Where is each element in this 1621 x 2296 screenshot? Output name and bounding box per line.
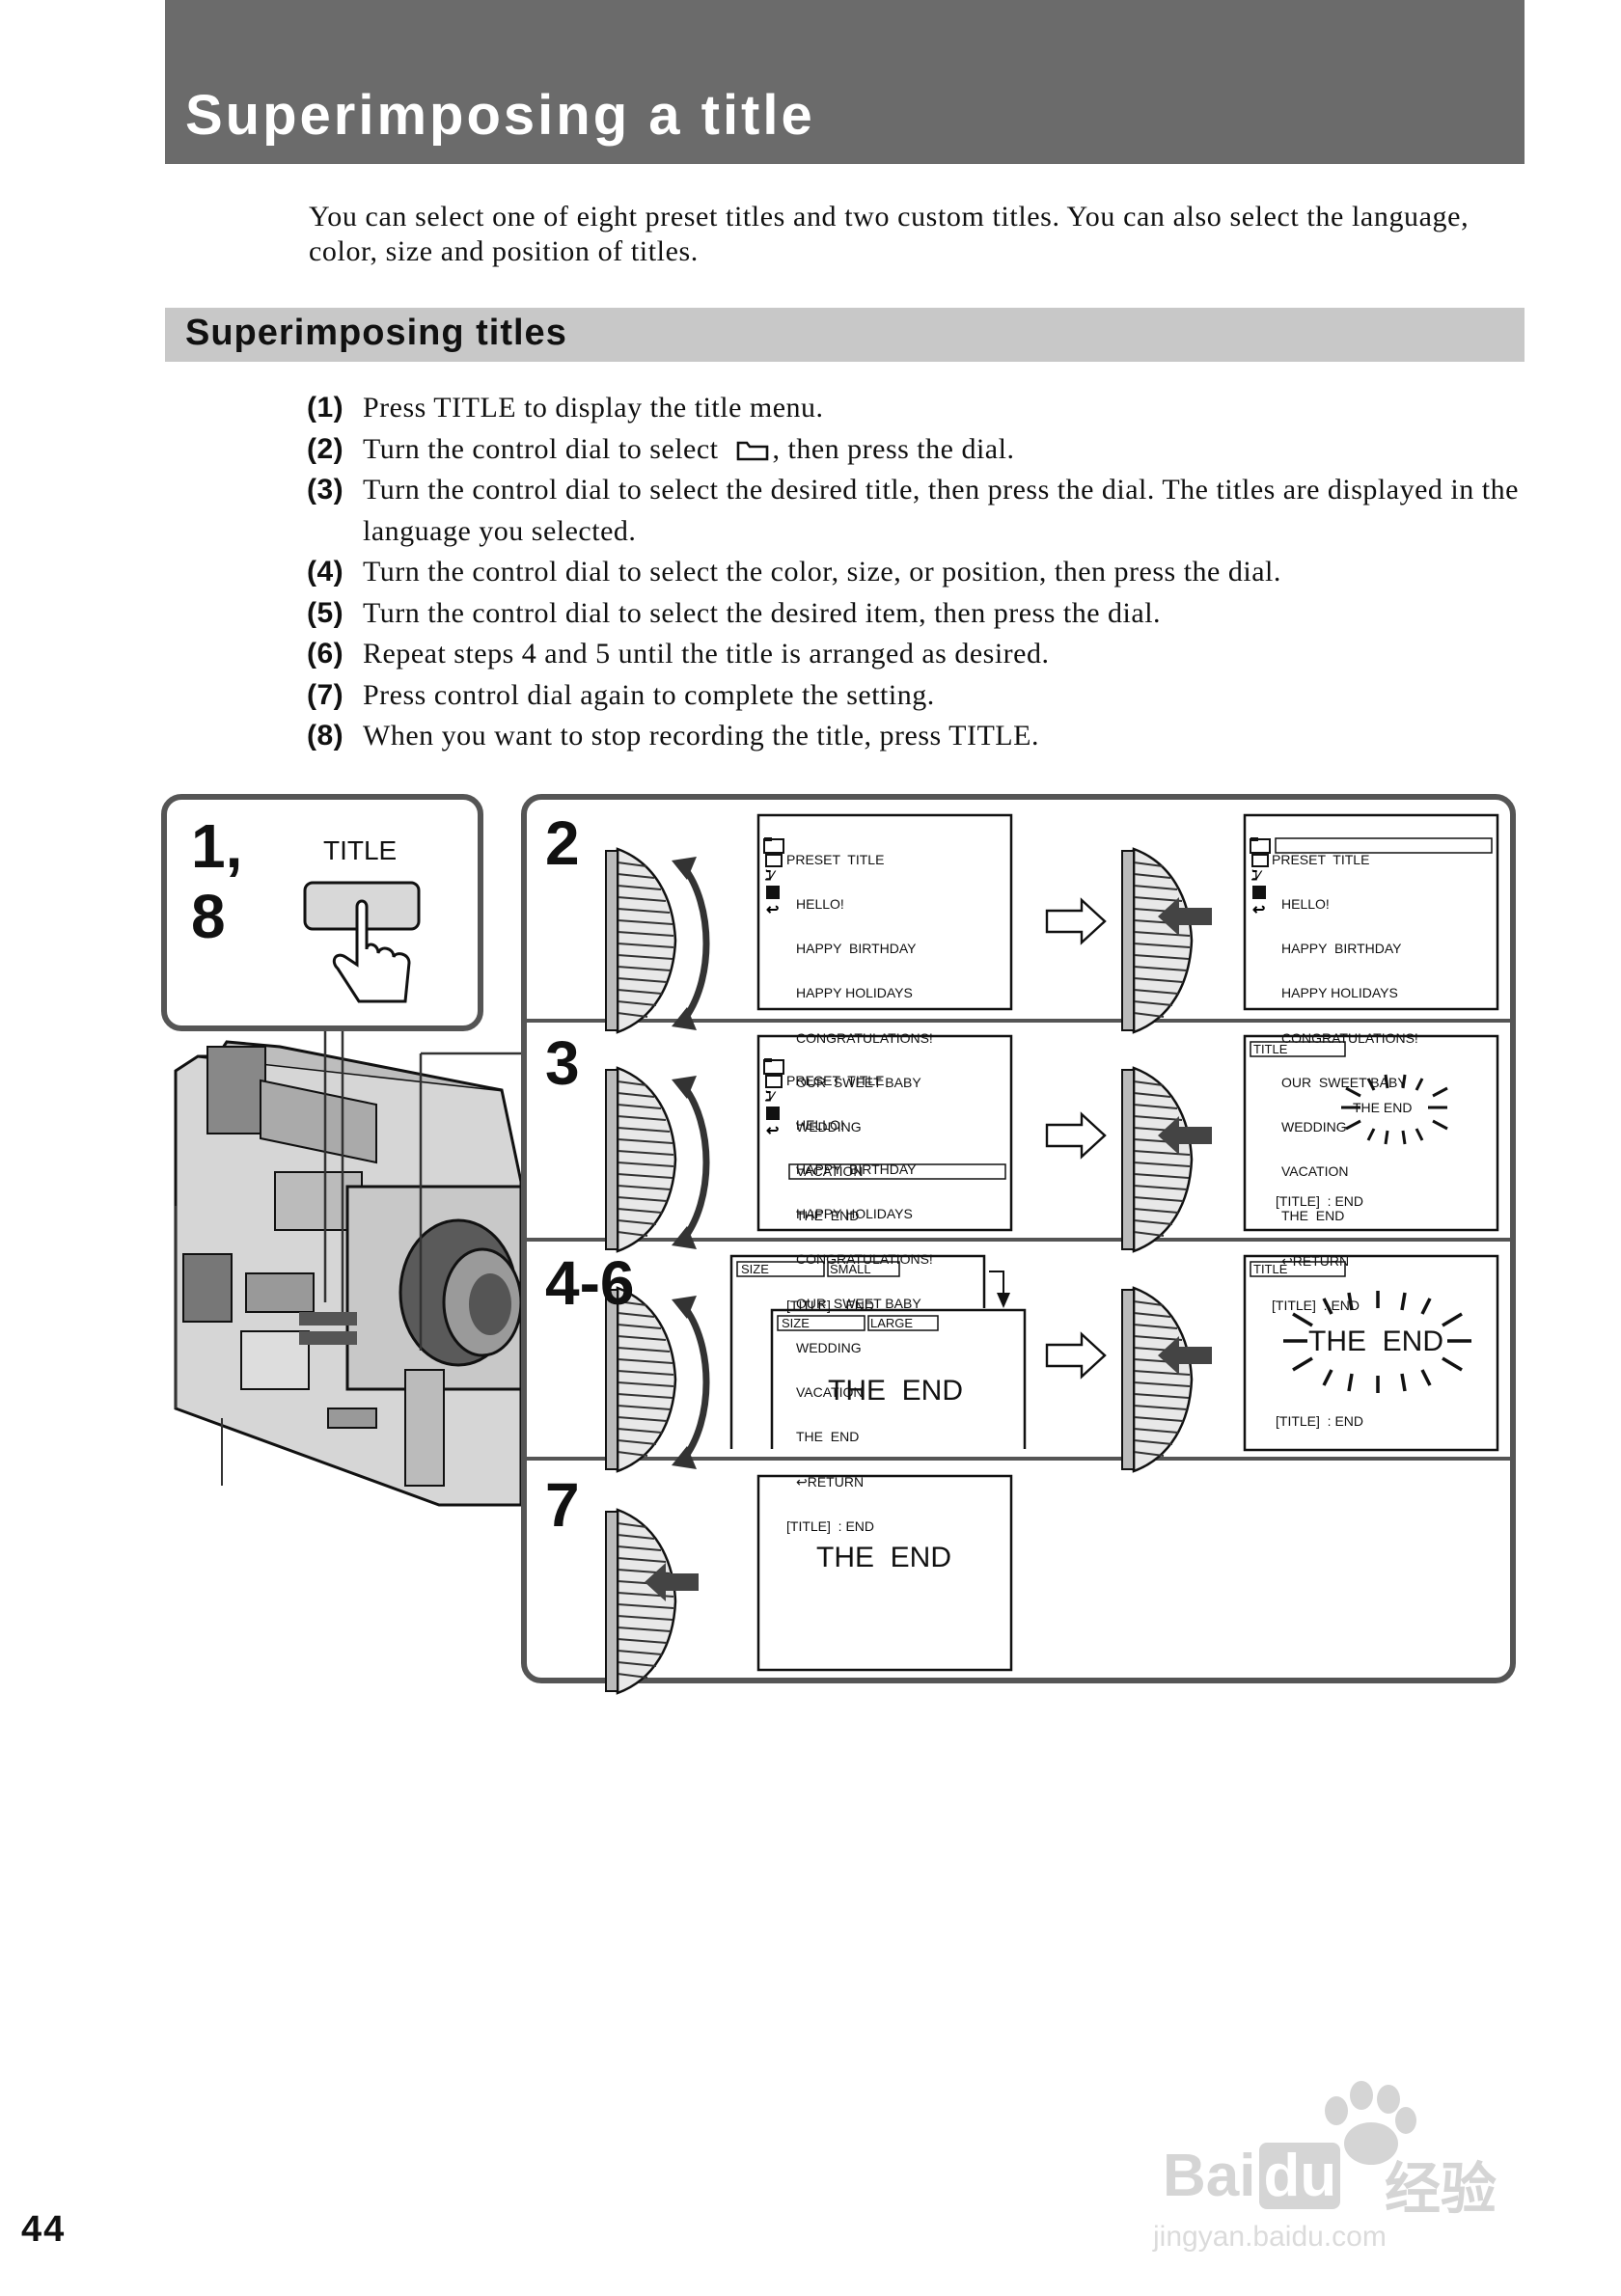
panel-label-3: 3 xyxy=(545,1028,580,1098)
watermark-cn: 经验 xyxy=(1385,2158,1497,2221)
the-end-final: THE END xyxy=(816,1542,952,1573)
footer-46b: [TITLE] : END xyxy=(1276,1413,1364,1429)
section-title: Superimposing titles xyxy=(185,313,567,353)
step-1: (1)Press TITLE to display the title menu… xyxy=(307,392,824,424)
step-5: (5)Turn the control dial to select the d… xyxy=(307,596,1162,629)
callout-label-1: 1, xyxy=(191,811,243,881)
svg-text:ℷ⁄: ℷ⁄ xyxy=(764,1088,777,1104)
size-label-small-screen: SIZE xyxy=(741,1262,769,1276)
svg-text:ℷ⁄: ℷ⁄ xyxy=(1250,867,1263,883)
camcorder-illustration xyxy=(174,1030,523,1507)
step-2: (2)Turn the control dial to select , the… xyxy=(307,432,1015,465)
menu-screen-2b: PRESET TITLE HELLO! HAPPY BIRTHDAY HAPPY… xyxy=(1272,851,1418,1313)
title-bar xyxy=(165,0,1525,164)
step-7: (7)Press control dial again to complete … xyxy=(307,678,935,711)
menu-icons-2b: ℷ⁄ ↩ xyxy=(1250,836,1271,918)
screen-7 xyxy=(756,1474,1013,1672)
svg-text:↩: ↩ xyxy=(766,1123,779,1139)
screen-46b xyxy=(1243,1254,1499,1452)
step-6: (6)Repeat steps 4 and 5 until the title … xyxy=(307,638,1050,670)
footer-3b: [TITLE] : END xyxy=(1276,1193,1364,1209)
watermark-url: jingyan.baidu.com xyxy=(1153,2221,1387,2253)
flash-rays-3b xyxy=(1341,1074,1448,1145)
step-4: (4)Turn the control dial to select the c… xyxy=(307,556,1281,588)
title-tag-3b: TITLE xyxy=(1253,1042,1288,1056)
the-end-46b: THE END xyxy=(1308,1326,1444,1357)
menu-screen-2a: PRESET TITLE HELLO! HAPPY BIRTHDAY HAPPY… xyxy=(786,851,933,1313)
size-small-value: SMALL xyxy=(830,1262,871,1276)
menu-icons-3a: ℷ⁄ ↩ xyxy=(763,1057,784,1139)
section-bar xyxy=(165,308,1525,362)
svg-text:ℷ⁄: ℷ⁄ xyxy=(764,867,777,883)
size-label-large-screen: SIZE xyxy=(782,1316,810,1330)
folder-icon xyxy=(736,441,768,460)
screen-3a xyxy=(756,1034,1013,1232)
pointing-hand-icon xyxy=(332,899,411,1003)
svg-text:↩: ↩ xyxy=(1252,902,1265,918)
the-end-3b: THE END xyxy=(1353,1100,1413,1115)
paw-logo-icon xyxy=(1325,2081,1416,2165)
panel-label-4-6: 4-6 xyxy=(545,1248,635,1318)
menu-icons-2a: ℷ⁄ ↩ xyxy=(763,836,784,918)
menu-screen-3a: PRESET TITLE HELLO! HAPPY BIRTHDAY HAPPY… xyxy=(786,1072,933,1534)
page-number: 44 xyxy=(21,2209,67,2250)
the-end-large-preview: THE END xyxy=(828,1375,964,1407)
panel-label-7: 7 xyxy=(545,1470,580,1540)
screen-2a xyxy=(756,813,1013,1011)
steps-list: (1)Press TITLE to display the title menu… xyxy=(307,388,1532,757)
flash-rays-46b xyxy=(1283,1291,1471,1393)
title-button-label: TITLE xyxy=(323,835,398,865)
size-large-value: LARGE xyxy=(870,1316,914,1330)
page-title: Superimposing a title xyxy=(185,84,815,147)
panel-label-2: 2 xyxy=(545,808,580,878)
intro-paragraph: You can select one of eight preset title… xyxy=(309,201,1470,267)
callout-label-8: 8 xyxy=(191,882,226,951)
svg-text:↩: ↩ xyxy=(766,902,779,918)
step-3: (3)Turn the control dial to select the d… xyxy=(307,474,1519,547)
step-8: (8)When you want to stop recording the t… xyxy=(307,720,1039,752)
title-tag-46b: TITLE xyxy=(1253,1262,1288,1276)
screen-2b xyxy=(1243,813,1499,1011)
